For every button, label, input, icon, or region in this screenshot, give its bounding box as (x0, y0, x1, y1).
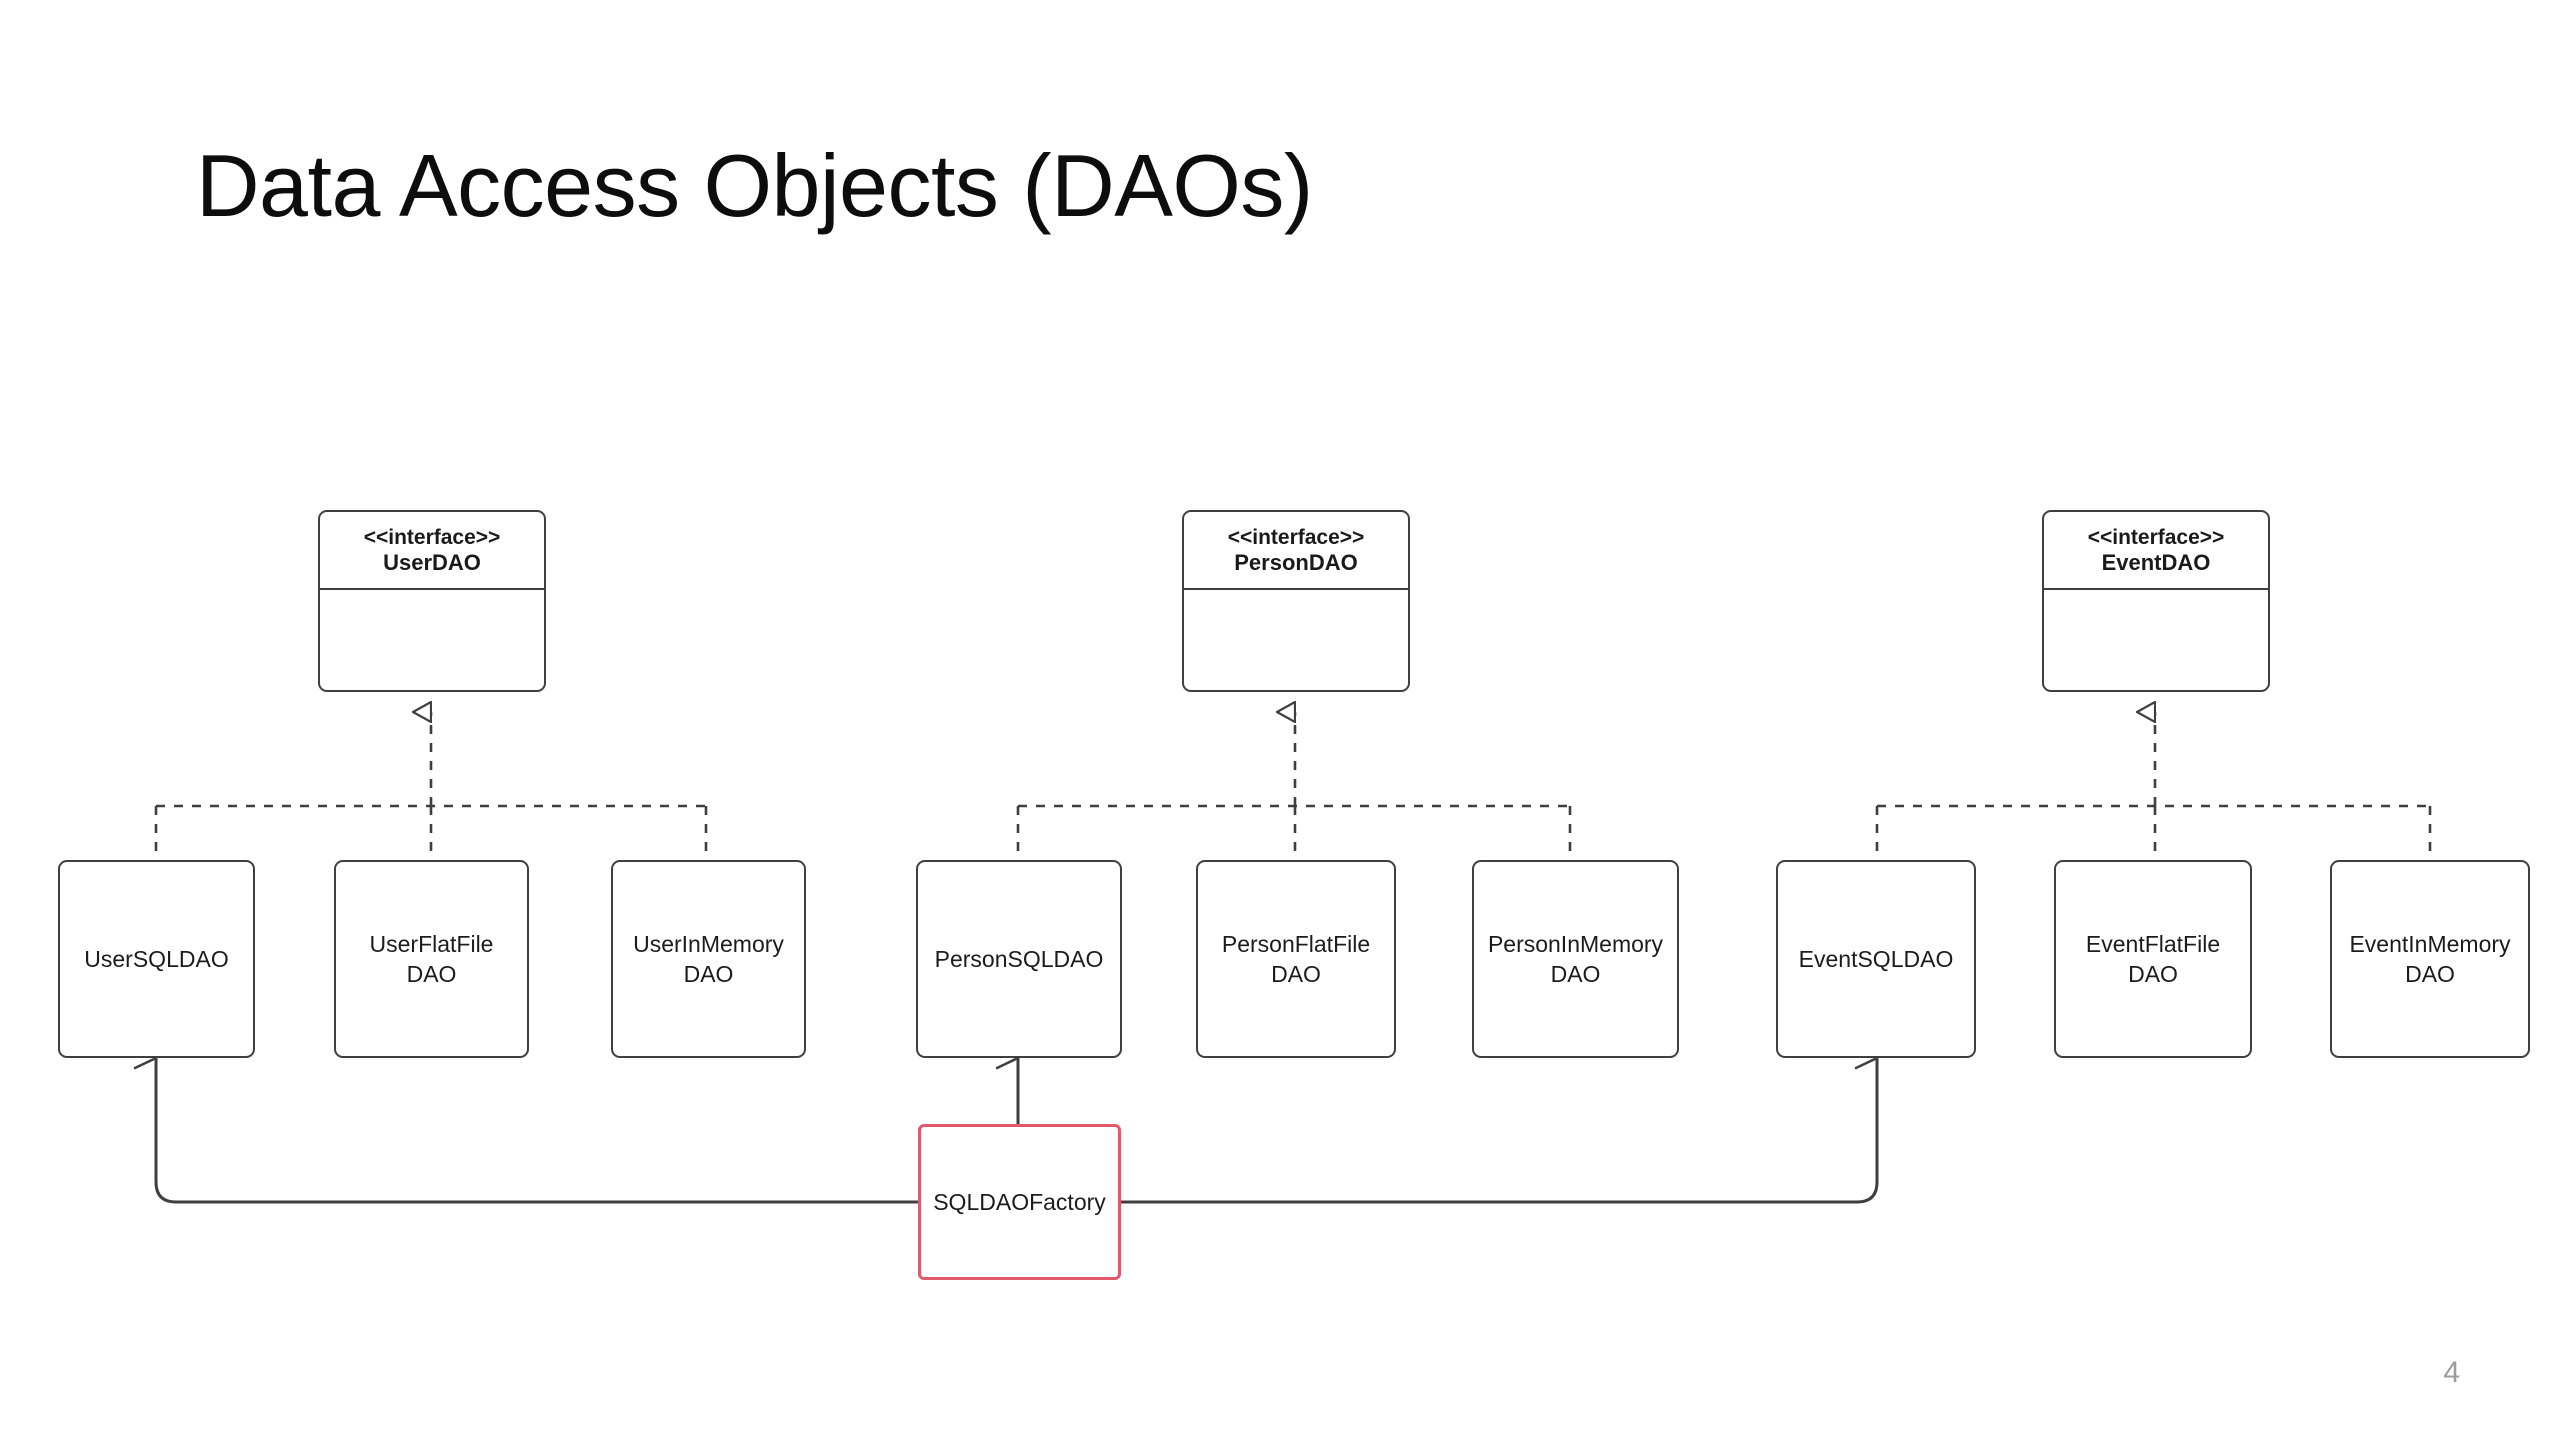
class-name: UserInMemory DAO (633, 930, 784, 987)
interface-box-eventdao[interactable]: <<interface>> EventDAO (2042, 510, 2270, 692)
slide-page-number: 4 (2443, 1356, 2460, 1389)
interface-name: EventDAO (2101, 550, 2211, 576)
interface-members-compartment (320, 590, 544, 690)
class-box-sql-dao-factory[interactable]: SQLDAOFactory (918, 1124, 1121, 1280)
class-name: PersonSQLDAO (934, 945, 1104, 972)
interface-header: <<interface>> UserDAO (320, 512, 544, 590)
class-box-user-flatfile-dao[interactable]: UserFlatFile DAO (334, 860, 529, 1058)
class-box-user-inmemory-dao[interactable]: UserInMemory DAO (611, 860, 806, 1058)
class-name: SQLDAOFactory (933, 1188, 1106, 1215)
class-name: PersonInMemory DAO (1487, 930, 1664, 987)
page-title: Data Access Objects (DAOs) (196, 136, 1313, 235)
interface-header: <<interface>> PersonDAO (1184, 512, 1408, 590)
interface-name: UserDAO (383, 550, 481, 576)
interface-stereotype: <<interface>> (363, 525, 501, 549)
class-box-person-flatfile-dao[interactable]: PersonFlatFile DAO (1196, 860, 1396, 1058)
class-box-event-flatfile-dao[interactable]: EventFlatFile DAO (2054, 860, 2252, 1058)
interface-stereotype: <<interface>> (1227, 525, 1365, 549)
interface-box-userdao[interactable]: <<interface>> UserDAO (318, 510, 546, 692)
class-name: PersonFlatFile DAO (1221, 930, 1371, 987)
interface-members-compartment (1184, 590, 1408, 690)
class-name: UserSQLDAO (84, 945, 229, 972)
class-box-person-sql-dao[interactable]: PersonSQLDAO (916, 860, 1122, 1058)
class-box-user-sql-dao[interactable]: UserSQLDAO (58, 860, 255, 1058)
interface-header: <<interface>> EventDAO (2044, 512, 2268, 590)
class-name: EventInMemory DAO (2349, 930, 2511, 987)
class-box-event-inmemory-dao[interactable]: EventInMemory DAO (2330, 860, 2530, 1058)
class-name: EventSQLDAO (1798, 945, 1954, 972)
interface-members-compartment (2044, 590, 2268, 690)
class-box-event-sql-dao[interactable]: EventSQLDAO (1776, 860, 1976, 1058)
class-box-person-inmemory-dao[interactable]: PersonInMemory DAO (1472, 860, 1679, 1058)
interface-name: PersonDAO (1234, 550, 1358, 576)
class-name: EventFlatFile DAO (2085, 930, 2221, 987)
interface-box-persondao[interactable]: <<interface>> PersonDAO (1182, 510, 1410, 692)
interface-stereotype: <<interface>> (2087, 525, 2225, 549)
class-name: UserFlatFile DAO (369, 930, 494, 987)
